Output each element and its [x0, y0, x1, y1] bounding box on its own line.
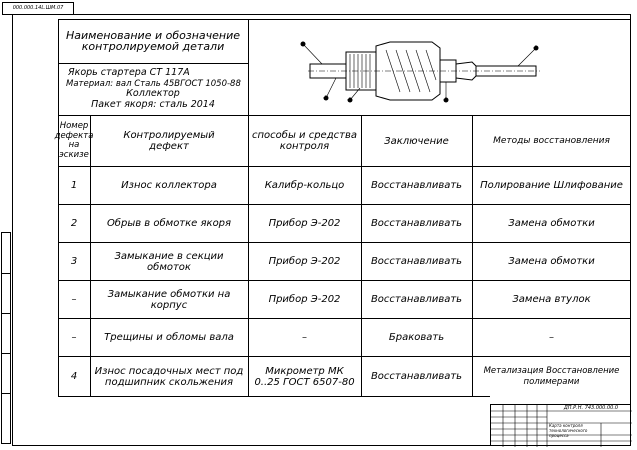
part-line2: Материал: вал Сталь 45ВГОСТ 1050-88: [66, 78, 241, 89]
part-line3: Коллектор: [126, 88, 180, 99]
table-cell-conclusion: Восстанавливать: [370, 371, 463, 382]
part-line1: Якорь стартера СТ 117А: [68, 67, 190, 78]
col-header-defect: Контролируемый дефект: [123, 130, 215, 152]
table-cell-defect-number: 4: [70, 371, 78, 382]
table-cell-restore-method: Замена обмотки: [508, 218, 595, 229]
callout-2: 2: [322, 93, 326, 99]
table-cell-conclusion: Восстанавливать: [370, 180, 463, 191]
table-cell-defect-name: Замыкание обмотки на корпус: [107, 288, 231, 311]
table-cell-conclusion: Восстанавливать: [370, 294, 463, 305]
armature-diagram: [300, 41, 540, 103]
grid-line: [58, 318, 631, 319]
title-block-name-2: технологического процесса: [549, 428, 588, 438]
table-cell-conclusion: Восстанавливать: [370, 218, 463, 229]
title-block-name-1: Карта контроля: [549, 423, 583, 428]
grid-line: [58, 204, 631, 205]
grid-line: [361, 115, 362, 397]
col-header-methods: Методы восстановления: [493, 135, 610, 146]
table-cell-control-method: Микрометр МК 0..25 ГОСТ 6507-80: [254, 365, 355, 388]
title-block-grid: [491, 405, 632, 447]
table-cell-defect-number: –: [71, 294, 77, 305]
grid-line: [58, 166, 631, 167]
header-title-line2: контролируемой детали: [81, 40, 225, 53]
table-cell-defect-name: Трещины и обломы вала: [104, 332, 234, 343]
table-cell-control-method: Прибор Э-202: [268, 294, 341, 305]
col-header-conclusion: Заключение: [384, 135, 449, 147]
side-strip: [1, 232, 11, 444]
drawing-frame: [12, 14, 631, 446]
part-line4: Пакет якоря: сталь 2014: [91, 98, 215, 110]
callout-5: 5: [532, 43, 536, 49]
table-cell-defect-name: Износ коллектора: [121, 180, 217, 191]
grid-line: [58, 19, 59, 397]
table-cell-defect-number: 1: [70, 180, 78, 191]
grid-line: [58, 242, 631, 243]
grid-line: [58, 19, 631, 20]
table-cell-defect-name: Обрыв в обмотке якоря: [106, 218, 232, 229]
table-cell-restore-method: Полирование Шлифование: [480, 180, 623, 191]
table-cell-defect-number: –: [71, 332, 77, 343]
col-header-control: способы и средства контроля: [252, 130, 357, 152]
table-cell-control-method: Прибор Э-202: [268, 218, 341, 229]
grid-line: [58, 63, 248, 64]
table-cell-restore-method: Замена втулок: [512, 294, 591, 305]
grid-line: [90, 115, 91, 397]
grid-line: [58, 115, 631, 116]
callout-4: 4: [442, 95, 446, 101]
table-cell-defect-name: Замыкание в секции обмоток: [114, 250, 224, 273]
table-cell-restore-method: Метализация Восстановление полимерами: [483, 365, 620, 387]
table-cell-conclusion: Браковать: [388, 332, 445, 343]
col-header-number: Номер дефекта на эскизе: [54, 121, 94, 160]
table-cell-control-method: Прибор Э-202: [268, 256, 341, 267]
header-title: Наименование и обозначение контролируемо…: [58, 20, 248, 62]
title-block: ДП.Р.Н. 743.000.00.0 Карта контроля техн…: [490, 404, 632, 447]
grid-line: [248, 19, 249, 397]
table-cell-restore-method: Замена обмотки: [508, 256, 595, 267]
callout-3: 3: [346, 95, 350, 101]
table-cell-defect-number: 2: [70, 218, 78, 229]
table-cell-defect-name: Износ посадочных мест под подшипник скол…: [94, 365, 244, 388]
header-title-line1: Наименование и обозначение: [65, 29, 241, 42]
table-cell-control-method: –: [302, 332, 307, 343]
grid-line: [58, 396, 490, 397]
grid-line: [58, 280, 631, 281]
table-cell-control-method: Калибр-кольцо: [264, 180, 345, 191]
grid-line: [58, 356, 631, 357]
table-cell-restore-method: –: [549, 332, 554, 343]
grid-line: [472, 115, 473, 397]
table-cell-defect-number: 3: [70, 256, 78, 267]
part-description: Якорь стартера СТ 117А Материал: вал Ста…: [58, 64, 248, 114]
title-block-code: ДП.Р.Н. 743.000.00.0: [563, 405, 619, 411]
callout-1: 1: [298, 38, 302, 44]
table-cell-conclusion: Восстанавливать: [370, 256, 463, 267]
